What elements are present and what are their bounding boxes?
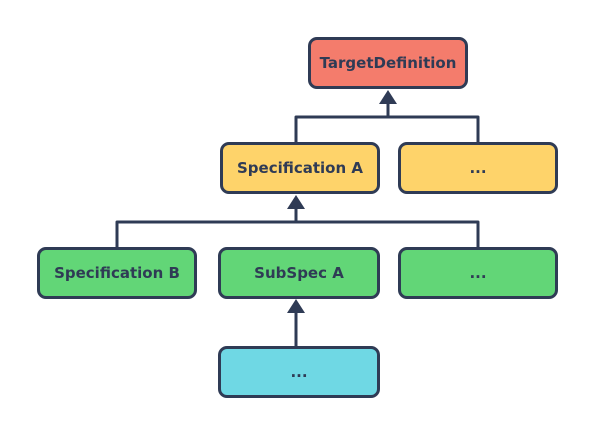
node-label: TargetDefinition bbox=[319, 54, 457, 72]
edge-to-target bbox=[294, 115, 480, 142]
node-label: Specification B bbox=[54, 264, 180, 282]
node-label: ... bbox=[469, 159, 487, 177]
node-specification-b: Specification B bbox=[37, 247, 197, 299]
node-ellipsis-cyan: ... bbox=[218, 346, 380, 398]
edge-to-spec-a bbox=[115, 220, 480, 247]
node-label: ... bbox=[290, 363, 308, 381]
node-target-definition: TargetDefinition bbox=[308, 37, 468, 89]
node-ellipsis-green: ... bbox=[398, 247, 558, 299]
arrowhead-target bbox=[379, 90, 397, 104]
node-ellipsis-yellow: ... bbox=[398, 142, 558, 194]
node-specification-a: Specification A bbox=[220, 142, 380, 194]
arrowhead-spec-a bbox=[287, 195, 305, 209]
node-label: ... bbox=[469, 264, 487, 282]
node-label: Specification A bbox=[236, 159, 363, 177]
node-subspec-a: SubSpec A bbox=[218, 247, 380, 299]
node-label: SubSpec A bbox=[254, 264, 344, 282]
arrowhead-subspec-a bbox=[287, 299, 305, 313]
